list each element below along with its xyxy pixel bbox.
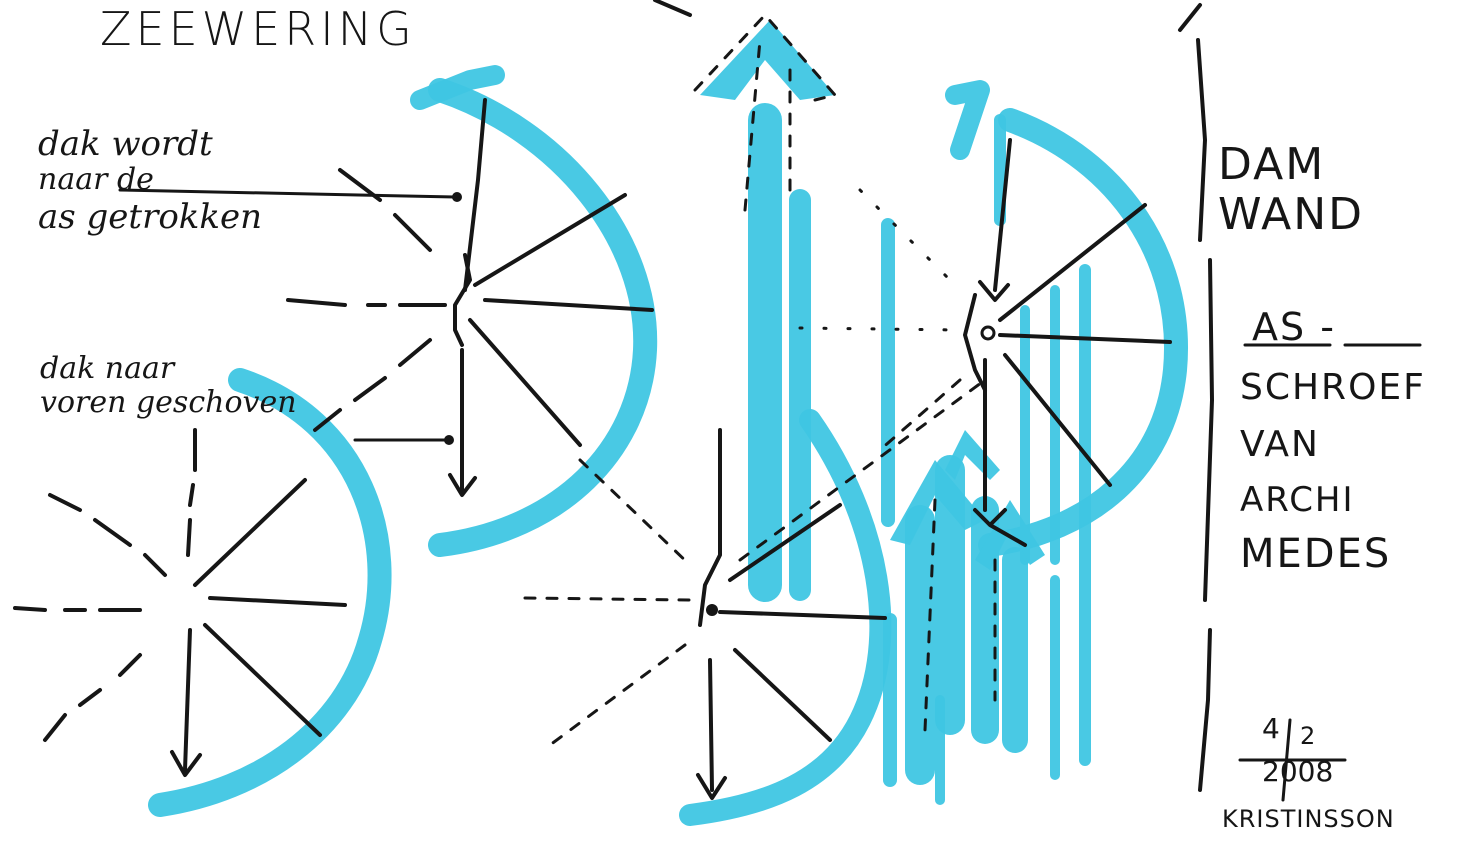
pull-note-line-2: naar de [38, 163, 262, 197]
roof-arc-bottom-left [160, 380, 380, 805]
wheel-bottom-middle-dash-sw [550, 645, 685, 745]
marker-strokes [160, 20, 1176, 815]
wheel-bottom-left-spoke-e [210, 598, 345, 605]
wheel-bottom-middle-hub [706, 604, 718, 616]
signature-month: 2 [1300, 722, 1315, 750]
side-notes-line-4: ARCHI [1240, 473, 1426, 527]
wheel-top-left-hub [455, 255, 470, 345]
wheel-bottom-middle-spoke-se [735, 650, 830, 740]
wheel-bottom-middle-spoke-e [720, 612, 885, 618]
page-title: ZEEWERING [100, 2, 416, 56]
big-up-arrow-head [700, 20, 835, 100]
wheel-top-left-dash-nw [340, 170, 430, 250]
wheel-bottom-middle-dash-w [525, 598, 690, 600]
wheel-bottom-left-spoke-se [205, 625, 320, 735]
side-label-line-2: WAND [1218, 190, 1364, 240]
push-note: dak naar voren geschoven [40, 352, 297, 420]
push-note-line-1: dak naar [40, 352, 297, 386]
side-notes-line-2: SCHROEF [1240, 359, 1426, 417]
signature-day: 4 [1262, 712, 1280, 745]
push-note-line-2: voren geschoven [40, 386, 297, 420]
wheel-bottom-left-dash-n [188, 430, 195, 555]
wheel-right-dash-nw [860, 190, 960, 290]
wheel-top-left-spoke-e [485, 300, 652, 310]
pull-note: dak wordt naar de as getrokken [38, 125, 262, 237]
wheel-right-hub-curve [965, 295, 985, 390]
side-notes-line-1: AS - [1252, 295, 1426, 359]
side-notes-line-3: VAN [1240, 417, 1426, 473]
pull-note-line-1: dak wordt [38, 125, 262, 163]
up-arrow-cluster-head-2 [945, 430, 1000, 480]
roof-arc-top-left [440, 90, 645, 545]
pull-note-line-3: as getrokken [38, 197, 262, 237]
side-label-line-1: DAM [1218, 140, 1364, 190]
wheel-right-spoke-ne [1000, 205, 1145, 320]
wheel-bottom-left-spoke-ne [195, 480, 305, 585]
wheel-top-left-spoke-ne [475, 195, 625, 285]
wheel-bottom-middle-dash-nw [580, 460, 690, 565]
wheel-top-left-dash-sw [315, 340, 430, 430]
signature-name: KRISTINSSON [1222, 805, 1395, 833]
top-arc-fragment-left [655, 0, 690, 15]
wheel-bottom-left-spoke-s [185, 630, 190, 770]
wheel-bottom-middle-shaft [700, 430, 720, 625]
wheel-bottom-left-dash-nw [50, 495, 165, 575]
signature-year: 2008 [1262, 755, 1333, 788]
wheel-right-hub [982, 327, 994, 339]
wheel-right-dash-w [800, 328, 960, 330]
side-notes-line-5: MEDES [1240, 527, 1426, 581]
wheel-bottom-left [15, 430, 345, 775]
roof-arc-right-tip [955, 90, 980, 150]
side-label: DAM WAND [1218, 140, 1364, 240]
wheel-bottom-left-dash-sw [45, 655, 140, 740]
wheel-bottom-left-dash-w [15, 608, 140, 610]
side-notes: AS - SCHROEF VAN ARCHI MEDES [1240, 295, 1426, 581]
wheel-top-left-dash-w [288, 300, 445, 305]
top-arc-fragment-right [1180, 5, 1200, 30]
wheel-top-left-spoke-se [470, 320, 580, 445]
dam-wall-line [1198, 40, 1212, 790]
wheel-bottom-middle-spoke-s [710, 660, 712, 790]
wheel-bottom-middle-spoke-ne [730, 505, 840, 580]
